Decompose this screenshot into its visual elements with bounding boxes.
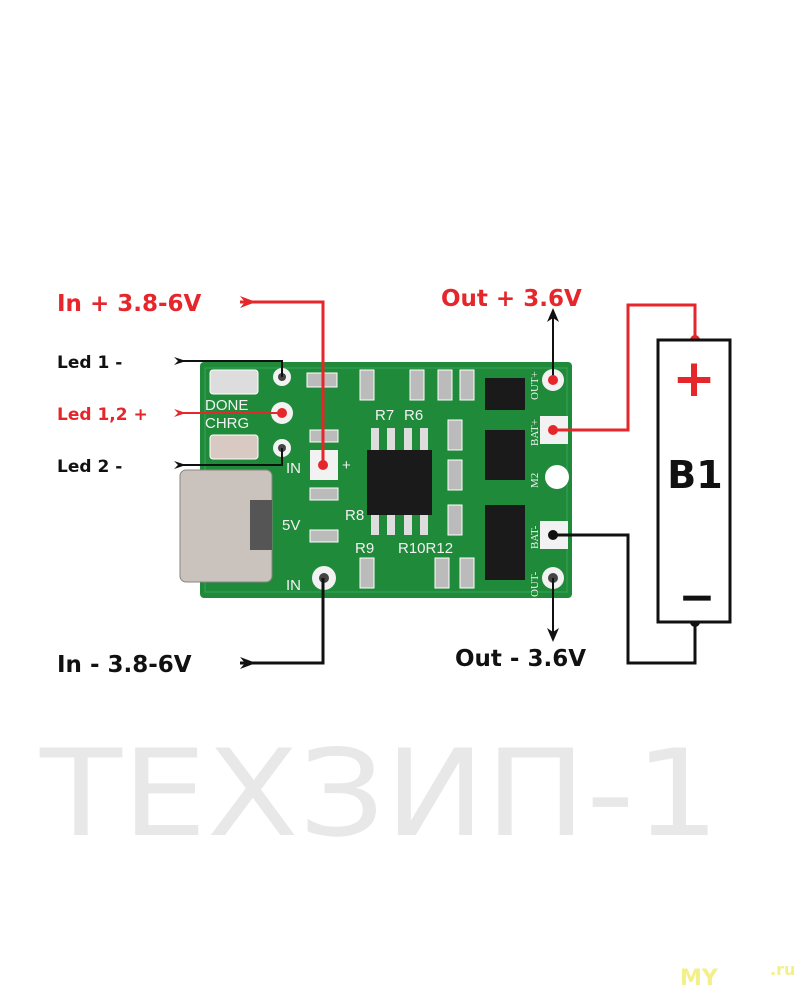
silk-done: DONE bbox=[205, 397, 248, 414]
corner-watermark-right: .ru bbox=[770, 960, 795, 979]
silk-m2: M2 bbox=[529, 473, 541, 488]
label-led2-minus: Led 2 - bbox=[57, 457, 122, 477]
silk-r7: R7 bbox=[375, 407, 394, 424]
silk-out-minus: OUT- bbox=[529, 571, 541, 597]
silk-in-top: IN bbox=[286, 460, 301, 477]
corner-watermark-left: MY bbox=[680, 966, 719, 991]
label-out-plus: Out + 3.6V bbox=[441, 286, 582, 312]
wire-bat-plus bbox=[553, 303, 697, 432]
led-done bbox=[209, 369, 259, 395]
silk-in-bottom: IN bbox=[286, 577, 301, 594]
wire-led2-minus bbox=[180, 448, 283, 466]
wire-led1-minus bbox=[180, 360, 283, 377]
silk-r8: R8 bbox=[345, 507, 364, 524]
silk-plus: + bbox=[342, 457, 351, 474]
silk-out-plus: OUT+ bbox=[529, 371, 541, 400]
battery-name: B1 bbox=[667, 453, 722, 497]
label-out-minus: Out - 3.6V bbox=[455, 646, 586, 672]
silk-r9: R9 bbox=[355, 540, 374, 557]
silk-chrg: CHRG bbox=[205, 415, 249, 432]
battery-minus-sign: − bbox=[679, 572, 716, 623]
silk-5v: 5V bbox=[282, 517, 300, 534]
battery-plus-sign: + bbox=[672, 349, 716, 409]
silk-bat-minus: BAT- bbox=[529, 525, 541, 549]
wire-in-minus bbox=[240, 578, 325, 665]
silk-bat-plus: BAT+ bbox=[529, 419, 541, 446]
label-in-minus: In - 3.8-6V bbox=[57, 652, 192, 678]
silk-r6: R6 bbox=[404, 407, 423, 424]
battery-b1: + B1 − bbox=[656, 338, 732, 624]
label-led1-minus: Led 1 - bbox=[57, 353, 122, 373]
wire-bat-minus bbox=[553, 533, 697, 665]
silk-r10r12: R10R12 bbox=[398, 540, 453, 557]
wire-in-plus bbox=[240, 300, 325, 465]
label-led12-plus: Led 1,2 + bbox=[57, 405, 148, 425]
pcb-board: DONE CHRG IN + 5V IN R7 R6 R8 R9 R10R12 … bbox=[179, 362, 572, 598]
watermark-text: TEXЗИП-1 bbox=[39, 725, 720, 864]
label-in-plus: In + 3.8-6V bbox=[57, 291, 202, 317]
led-chrg bbox=[209, 434, 259, 460]
main-ic bbox=[367, 450, 432, 515]
